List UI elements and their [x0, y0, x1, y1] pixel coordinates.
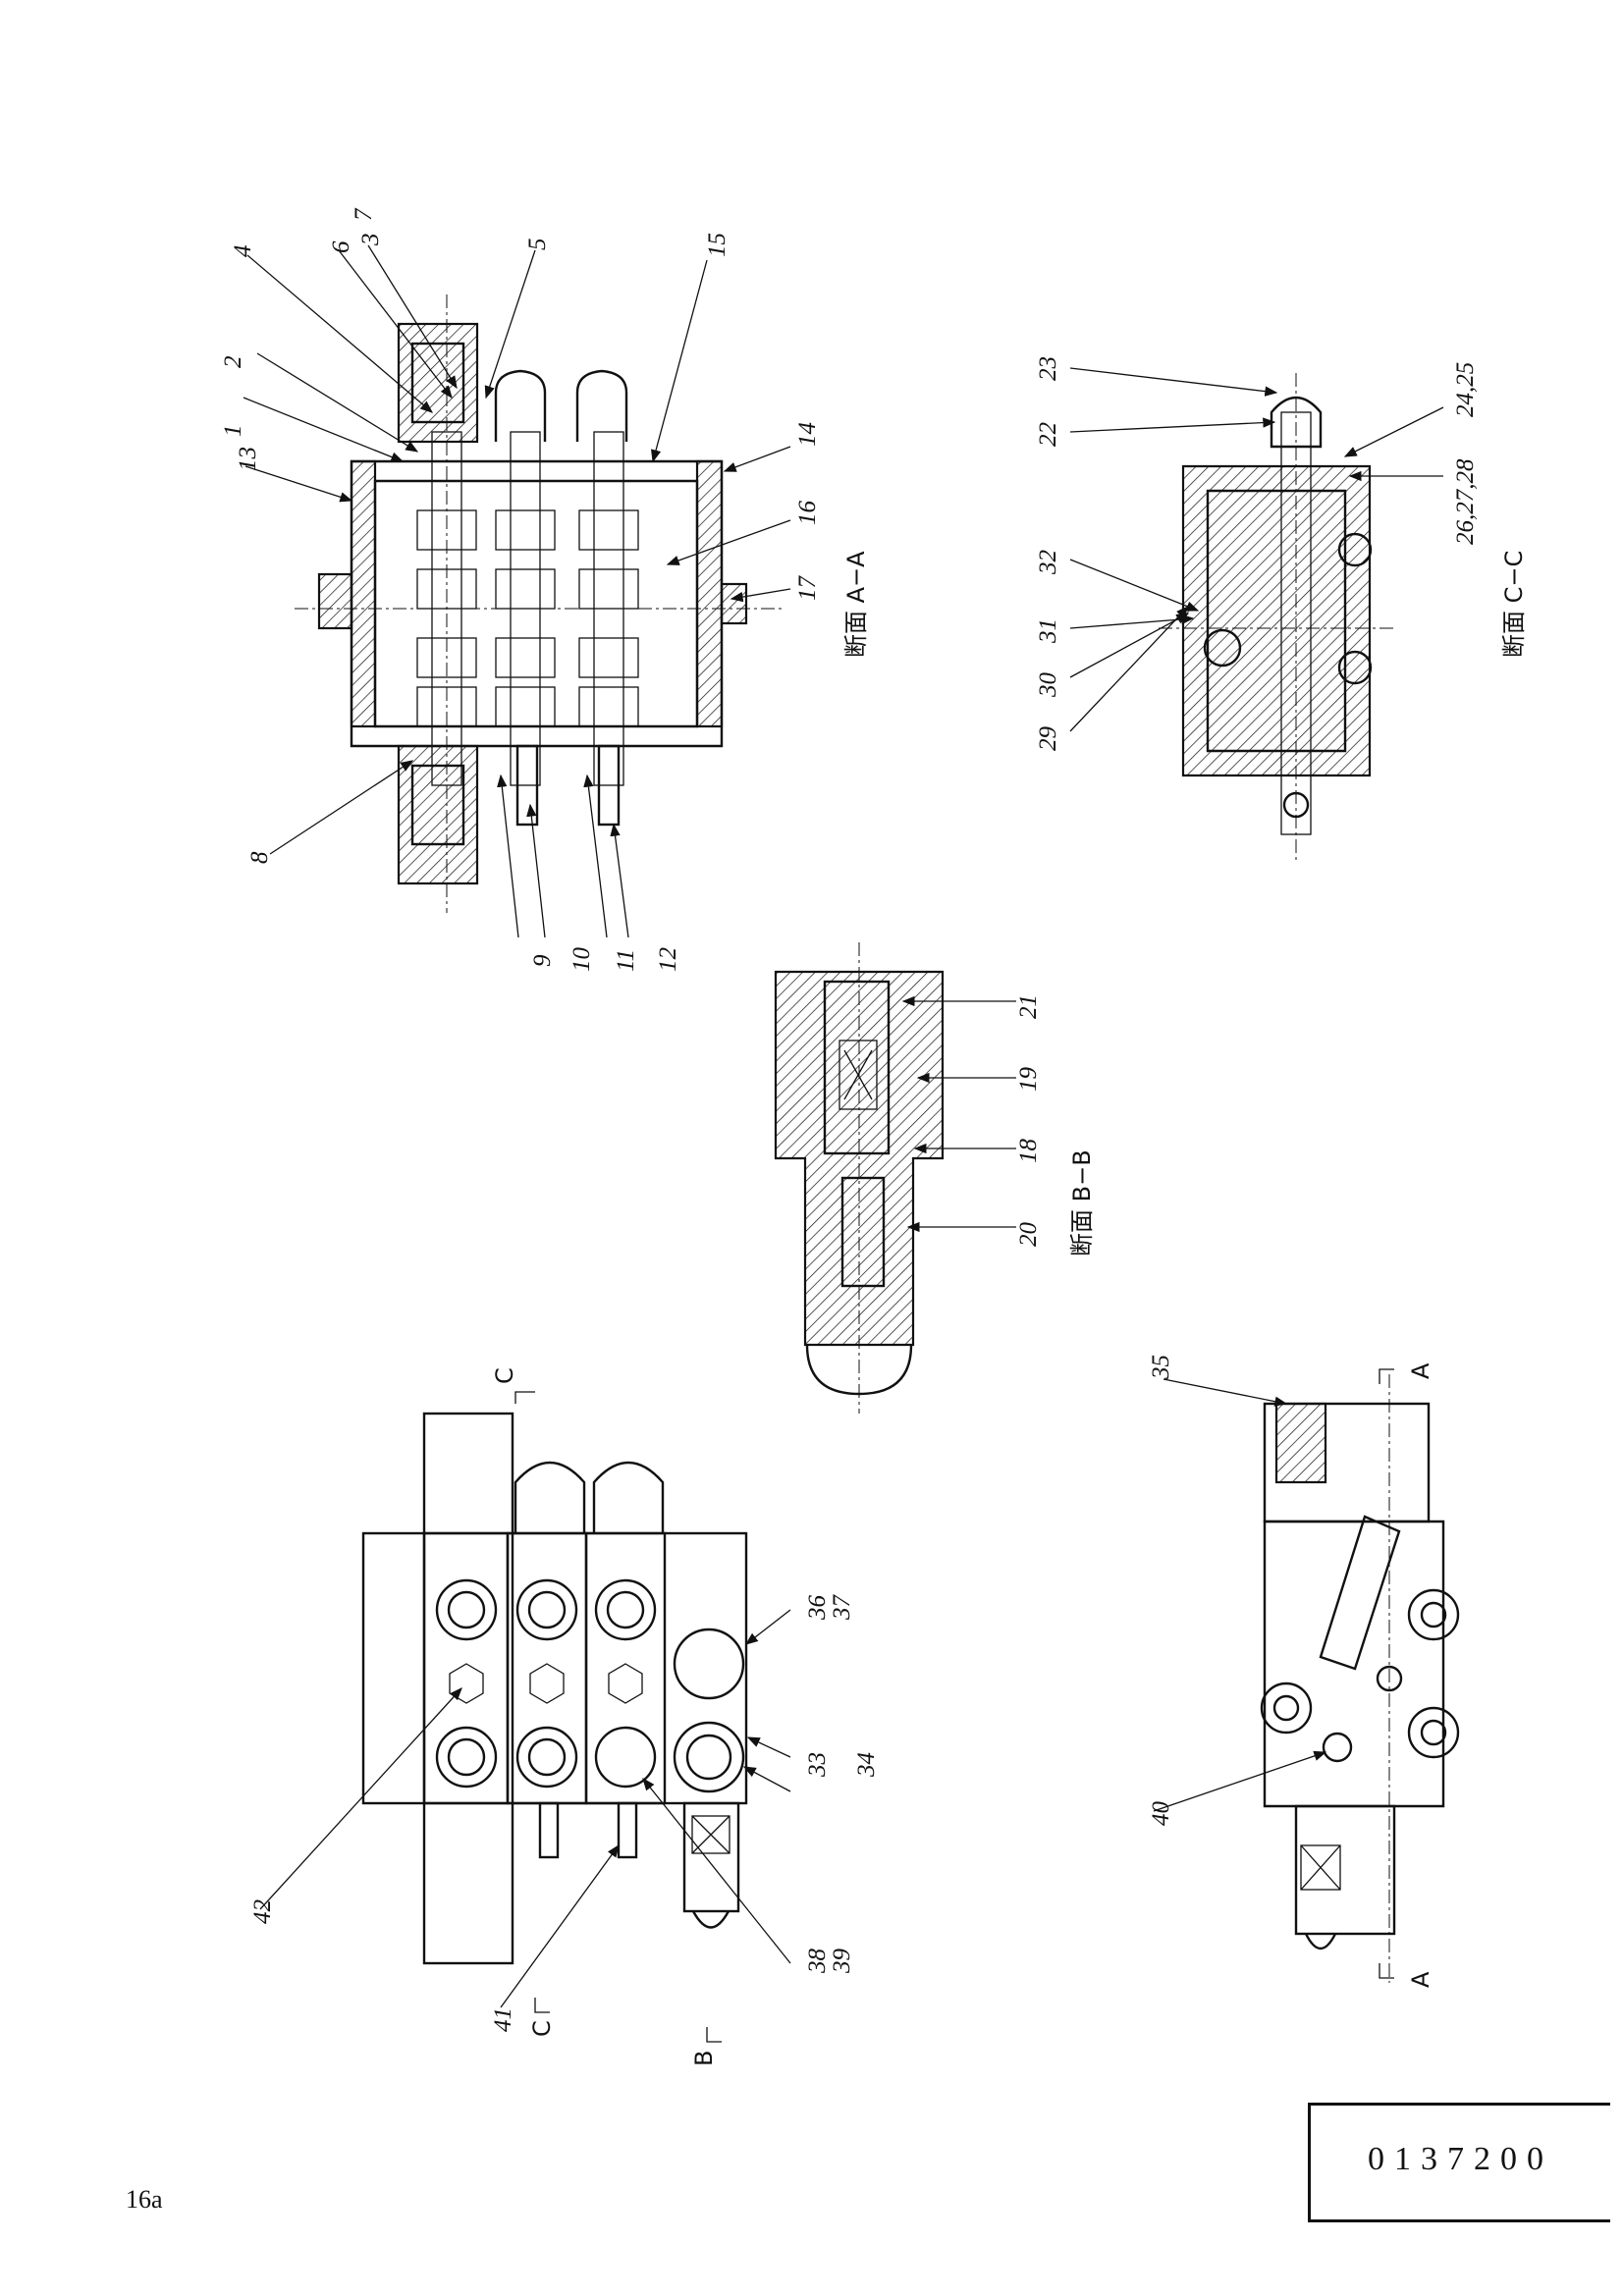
- callout-40: 40: [1148, 1801, 1174, 1827]
- marker-c-top: C: [491, 1367, 518, 1384]
- front-view: [361, 1412, 748, 1965]
- callout-26-27-28: 26,27,28: [1452, 458, 1479, 545]
- marker-c-bottom: C: [528, 2020, 556, 2037]
- section-markers: C C B A A: [491, 1362, 1434, 2066]
- section-c-c-view: [1159, 373, 1394, 864]
- callout-12: 12: [655, 947, 681, 972]
- callout-42: 42: [249, 1899, 276, 1924]
- callout-39: 39: [829, 1949, 855, 1975]
- callout-17: 17: [794, 575, 821, 602]
- callout-11: 11: [613, 949, 639, 972]
- marker-a-bottom: A: [1407, 1971, 1434, 1988]
- callout-14: 14: [794, 422, 821, 447]
- callout-1: 1: [220, 425, 246, 438]
- callout-36: 36: [804, 1595, 831, 1622]
- callout-labels: 1 2 3 4 5 6 7 8 9 10 11 12 13 14 15 16 1…: [220, 207, 1479, 2032]
- document-number-box: 0137200: [1308, 2103, 1610, 2222]
- marker-a-top: A: [1407, 1362, 1434, 1379]
- callout-32: 32: [1035, 550, 1061, 575]
- callout-4: 4: [230, 245, 256, 258]
- callout-10: 10: [568, 947, 595, 973]
- callout-8: 8: [246, 851, 273, 864]
- leader-lines: [243, 244, 1444, 2008]
- document-number: 0137200: [1368, 2141, 1553, 2177]
- callout-6: 6: [328, 240, 354, 253]
- callout-34: 34: [853, 1752, 880, 1778]
- callout-21: 21: [1015, 994, 1042, 1019]
- callout-22: 22: [1035, 422, 1061, 447]
- callout-20: 20: [1015, 1222, 1042, 1248]
- callout-19: 19: [1015, 1067, 1042, 1093]
- callout-24-25: 24,25: [1452, 362, 1479, 417]
- section-title-a-a: 断面 A−A: [842, 551, 870, 658]
- callout-18: 18: [1015, 1139, 1042, 1164]
- section-b-b-view: [774, 942, 945, 1414]
- callout-33: 33: [804, 1752, 831, 1778]
- callout-7: 7: [351, 207, 377, 221]
- callout-16: 16: [794, 501, 821, 526]
- callout-3: 3: [357, 234, 384, 247]
- section-titles: 断面 A−A 断面 B−B 断面 C−C: [842, 551, 1528, 1256]
- callout-31: 31: [1035, 618, 1061, 644]
- callout-41: 41: [490, 2007, 516, 2032]
- callout-23: 23: [1035, 356, 1061, 381]
- callout-13: 13: [235, 447, 261, 471]
- marker-b: B: [690, 2051, 718, 2066]
- callout-15: 15: [704, 233, 730, 257]
- section-title-c-c: 断面 C−C: [1500, 551, 1528, 658]
- page-number: 16a: [126, 2185, 163, 2214]
- callout-2: 2: [220, 356, 246, 369]
- callout-9: 9: [529, 954, 556, 967]
- section-a-a-view: [295, 294, 785, 913]
- callout-37: 37: [829, 1594, 855, 1622]
- callout-38: 38: [804, 1949, 831, 1975]
- callout-29: 29: [1035, 726, 1061, 752]
- side-view: [1260, 1374, 1460, 1983]
- callout-30: 30: [1035, 672, 1061, 699]
- section-title-b-b: 断面 B−B: [1068, 1149, 1096, 1256]
- callout-35: 35: [1148, 1355, 1174, 1380]
- callout-5: 5: [524, 239, 551, 251]
